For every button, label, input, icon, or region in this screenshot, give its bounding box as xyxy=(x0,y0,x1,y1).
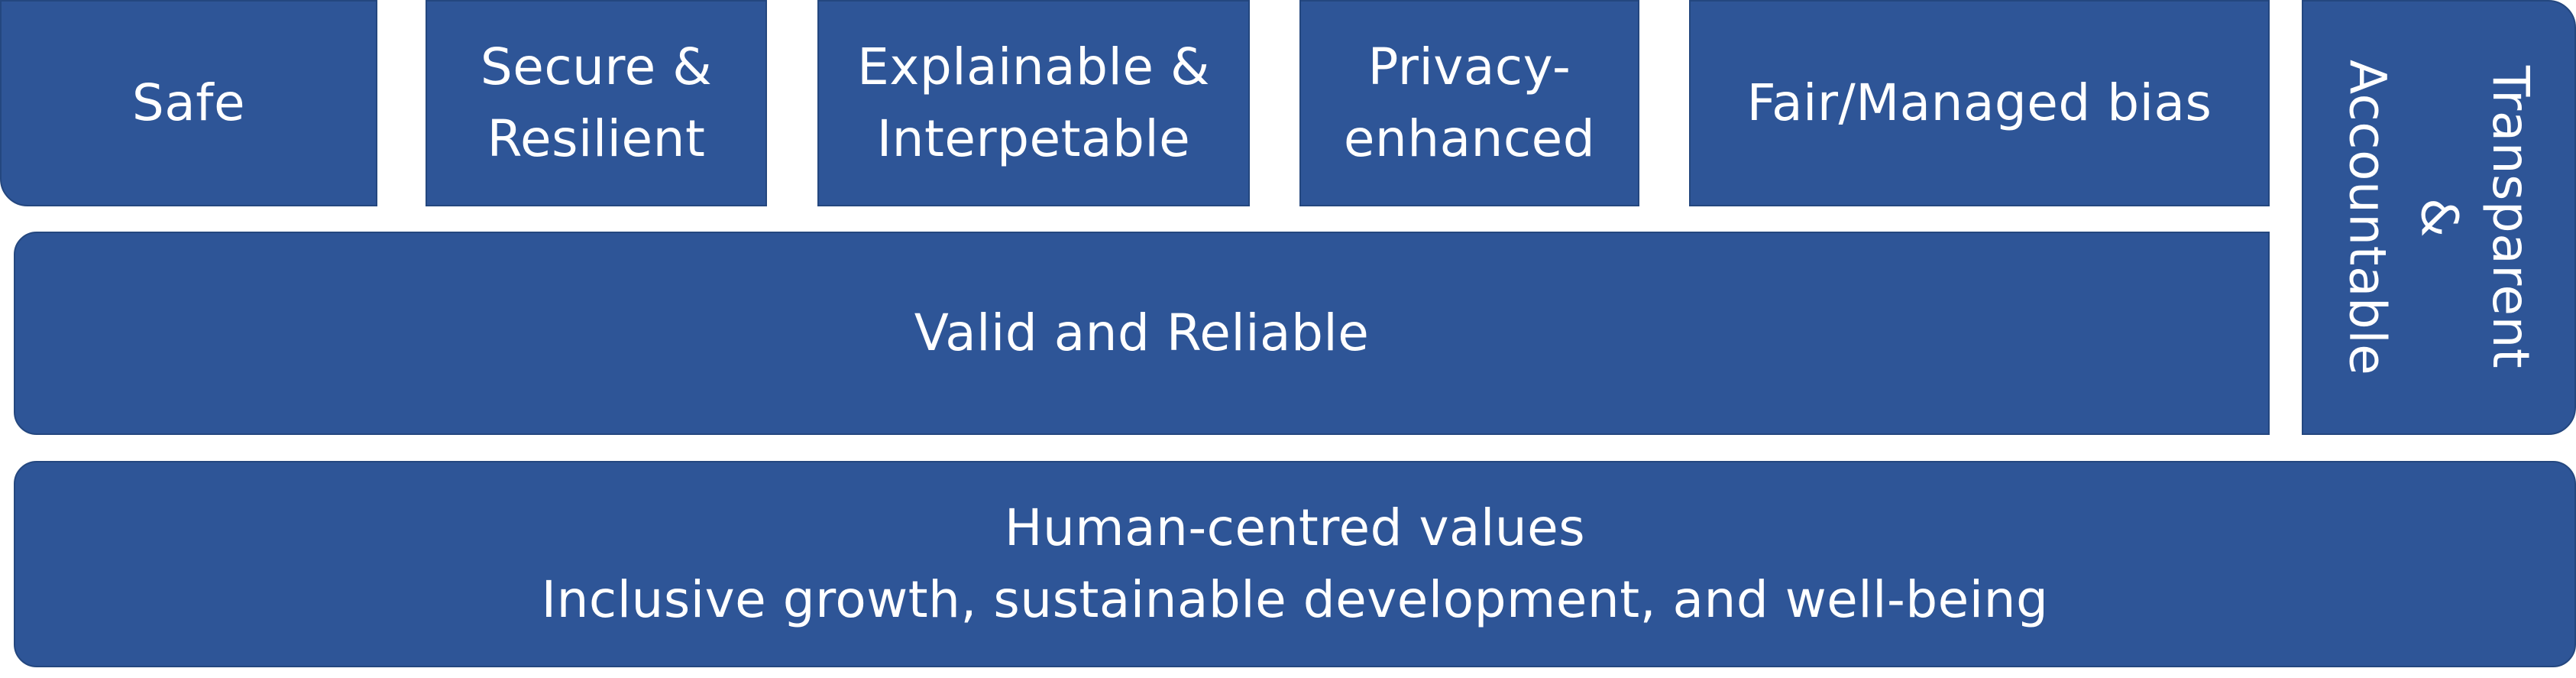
secure-label-line2: Resilient xyxy=(487,109,706,168)
safe-box: Safe xyxy=(0,0,377,206)
explainable-label-line1: Explainable & xyxy=(857,37,1210,97)
safe-label: Safe xyxy=(131,73,246,133)
human-centred-values-box: Human-centred values Inclusive growth, s… xyxy=(14,461,2576,667)
valid-label: Valid and Reliable xyxy=(914,303,1370,363)
privacy-label-line2: enhanced xyxy=(1343,109,1596,168)
explainable-interpretable-box: Explainable & Interpetable xyxy=(817,0,1250,206)
privacy-enhanced-box: Privacy- enhanced xyxy=(1299,0,1639,206)
human-label-line1: Human-centred values xyxy=(1004,498,1586,558)
human-label-line2: Inclusive growth, sustainable developmen… xyxy=(541,570,2049,629)
privacy-label-line1: Privacy- xyxy=(1367,37,1571,97)
accountable-label-line3: Transparent xyxy=(2481,66,2541,369)
secure-label-line1: Secure & xyxy=(480,37,713,97)
accountable-transparent-box: Accountable & Transparent xyxy=(2302,0,2576,435)
fair-label: Fair/Managed bias xyxy=(1746,73,2212,133)
explainable-label-line2: Interpetable xyxy=(876,109,1191,168)
accountable-label-line2: & xyxy=(2409,197,2469,238)
secure-resilient-box: Secure & Resilient xyxy=(426,0,767,206)
valid-reliable-box: Valid and Reliable xyxy=(14,232,2270,435)
accountable-label-line1: Accountable xyxy=(2338,59,2397,376)
fair-managed-bias-box: Fair/Managed bias xyxy=(1689,0,2270,206)
